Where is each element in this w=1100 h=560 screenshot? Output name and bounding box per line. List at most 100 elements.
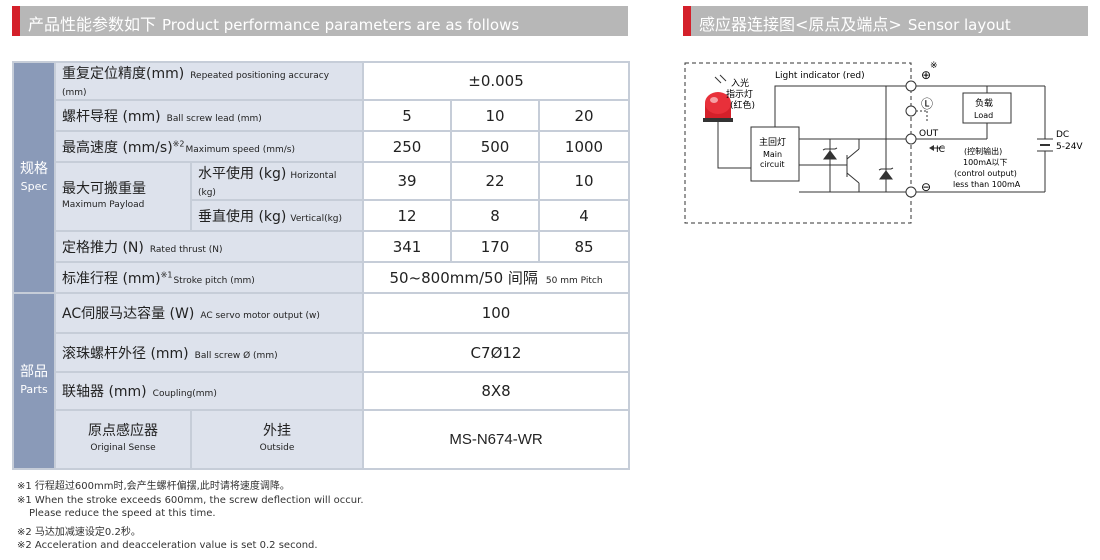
stroke-value: 50~800mm/50 间隔 <box>389 269 538 287</box>
header-title-en: Sensor layout <box>907 16 1011 34</box>
cell-vertical-1: 12 <box>362 199 453 232</box>
cell-stroke: 50~800mm/50 间隔 50 mm Pitch <box>362 261 631 294</box>
ctrl-cn: (控制输出) <box>964 146 1002 156</box>
label-en: AC servo motor output (w) <box>200 311 320 321</box>
wire <box>717 122 751 169</box>
label-en: Maximum speed (mm/s) <box>185 144 296 155</box>
footnotes: ※1 行程超过600mm时,会产生螺杆偏摆,此时请将速度调降。 ※1 When … <box>17 480 364 553</box>
light-in-text: 入光 <box>731 77 749 89</box>
row-label-mount: 外挂 Outside <box>189 409 365 470</box>
label-en: Vertical(kg) <box>290 213 343 224</box>
label-en: Coupling(mm) <box>152 389 217 399</box>
main-circuit-cn: 主回灯 <box>759 136 786 148</box>
zener-diode-icon <box>822 139 838 192</box>
ic-label: IC <box>936 145 945 155</box>
cell-lead-2: 10 <box>450 99 541 132</box>
indicator-color-text: (红色) <box>730 99 755 111</box>
label-cn: 垂直使用 (kg) <box>198 208 287 225</box>
terminal-l <box>905 105 917 117</box>
wire <box>774 85 911 127</box>
cell-thrust-1: 341 <box>362 230 453 263</box>
label-cn: 联轴器 (mm) <box>62 384 147 400</box>
label-en: Maximum Payload <box>62 199 145 210</box>
label-en: Ball screw Ø (mm) <box>194 350 278 361</box>
indicator-cn-text: 指示灯 <box>726 88 753 100</box>
table-row: 垂直使用 (kg)Vertical(kg) 12 8 4 <box>13 199 631 232</box>
table-row: 联轴器 (mm) Coupling(mm) 8X8 <box>13 371 631 411</box>
ctrl-en: (control output) <box>954 169 1017 178</box>
row-label-motor: AC伺服马达容量 (W)AC servo motor output (w) <box>53 292 365 334</box>
row-label-horizontal: 水平使用 (kg)Horizontal (kg) <box>189 161 365 201</box>
out-label: OUT <box>919 129 939 139</box>
label-en: Stroke pitch (mm) <box>173 275 255 286</box>
section-en: Spec <box>20 179 48 193</box>
main-circuit-en1: Main <box>763 150 782 159</box>
header-title-en: Product performance parameters are as fo… <box>162 16 520 34</box>
light-arrow-icon <box>719 74 727 82</box>
label-cn: 标准行程 (mm) <box>62 270 161 287</box>
note-mark: ※ <box>930 61 938 71</box>
row-label-stroke: 标准行程 (mm)※1Stroke pitch (mm) <box>53 261 365 294</box>
light-indicator-text: Light indicator (red) <box>775 71 865 81</box>
cell-coupling: 8X8 <box>362 371 631 411</box>
label-cn: 水平使用 (kg) <box>198 166 287 182</box>
cell-motor: 100 <box>362 292 631 334</box>
footnote: ※2 马达加减速设定0.2秒。 <box>17 526 141 538</box>
header-title-cn: 产品性能参数如下 <box>28 15 157 34</box>
cell-speed-3: 1000 <box>538 130 631 163</box>
label-en: Original Sense <box>90 442 156 453</box>
cell-horizontal-1: 39 <box>362 161 453 201</box>
minus-icon: ⊖ <box>921 180 931 194</box>
header-accent-bar <box>12 6 20 36</box>
section-cn: 部品 <box>20 364 48 380</box>
cell-speed-2: 500 <box>450 130 541 163</box>
parts-section-label: 部品 Parts <box>12 292 56 470</box>
zener-diode-icon <box>878 86 894 192</box>
label-en: Rated thrust (N) <box>149 244 223 255</box>
footnote: ※1 行程超过600mm时,会产生螺杆偏摆,此时请将速度调降。 <box>17 481 290 492</box>
label-en: Outside <box>259 442 295 453</box>
dc-label: DC <box>1056 130 1069 140</box>
cell-lead-1: 5 <box>362 99 453 132</box>
label-en: Horizontal (kg) <box>198 171 337 198</box>
footnote: Please reduce the speed at this time. <box>29 508 216 519</box>
label-cn: 最高速度 (mm/s) <box>62 139 173 156</box>
stroke-value-en: 50 mm Pitch <box>545 276 603 286</box>
cell-vertical-3: 4 <box>538 199 631 232</box>
label-en: Ball screw lead (mm) <box>166 113 262 124</box>
main-circuit-en2: circuit <box>760 160 785 169</box>
row-label-thrust: 定格推力 (N) Rated thrust (N) <box>53 230 365 263</box>
row-label-repeat: 重复定位精度(mm)Repeated positioning accuracy … <box>53 61 365 101</box>
label-cn: 最大可搬重量 <box>62 180 146 197</box>
section-en: Parts <box>20 383 48 396</box>
cell-speed-1: 250 <box>362 130 453 163</box>
row-label-screw: 滚珠螺杆外径 (mm) Ball screw Ø (mm) <box>53 332 365 373</box>
label-cn: 外挂 <box>263 422 291 439</box>
l-terminal-icon: Ⓛ <box>921 97 933 111</box>
table-row: 部品 Parts AC伺服马达容量 (W)AC servo motor outpu… <box>12 292 631 470</box>
cell-repeat: ±0.005 <box>362 61 631 101</box>
label-cn: 滚珠螺杆外径 (mm) <box>62 345 189 362</box>
row-label-lead: 螺杆导程 (mm)Ball screw lead (mm) <box>53 99 365 132</box>
sensor-outline <box>684 62 912 224</box>
footnote: ※2 Acceleration and deacceleration value… <box>17 540 318 551</box>
load-en: Load <box>974 111 993 120</box>
table-row: 滚珠螺杆外径 (mm) Ball screw Ø (mm) C7Ø12 <box>13 332 631 373</box>
label-cn: 定格推力 (N) <box>62 239 144 256</box>
dc-voltage-label: 5-24V <box>1056 142 1083 152</box>
cell-screw: C7Ø12 <box>362 332 631 373</box>
label-en: Repeated positioning accuracy (mm) <box>62 71 330 98</box>
indicator-lamp-icon <box>703 92 733 122</box>
cell-thrust-2: 170 <box>450 230 541 263</box>
table-row: 标准行程 (mm)※1Stroke pitch (mm) 50~800mm/50… <box>13 261 631 294</box>
light-arrow-icon <box>714 76 722 84</box>
cell-lead-3: 20 <box>538 99 631 132</box>
table-row: 螺杆导程 (mm)Ball screw lead (mm) 5 10 20 <box>13 99 631 132</box>
cell-horizontal-2: 22 <box>450 161 541 201</box>
cell-origin-sensor: MS-N674-WR <box>362 409 631 470</box>
terminal-plus <box>905 80 917 92</box>
